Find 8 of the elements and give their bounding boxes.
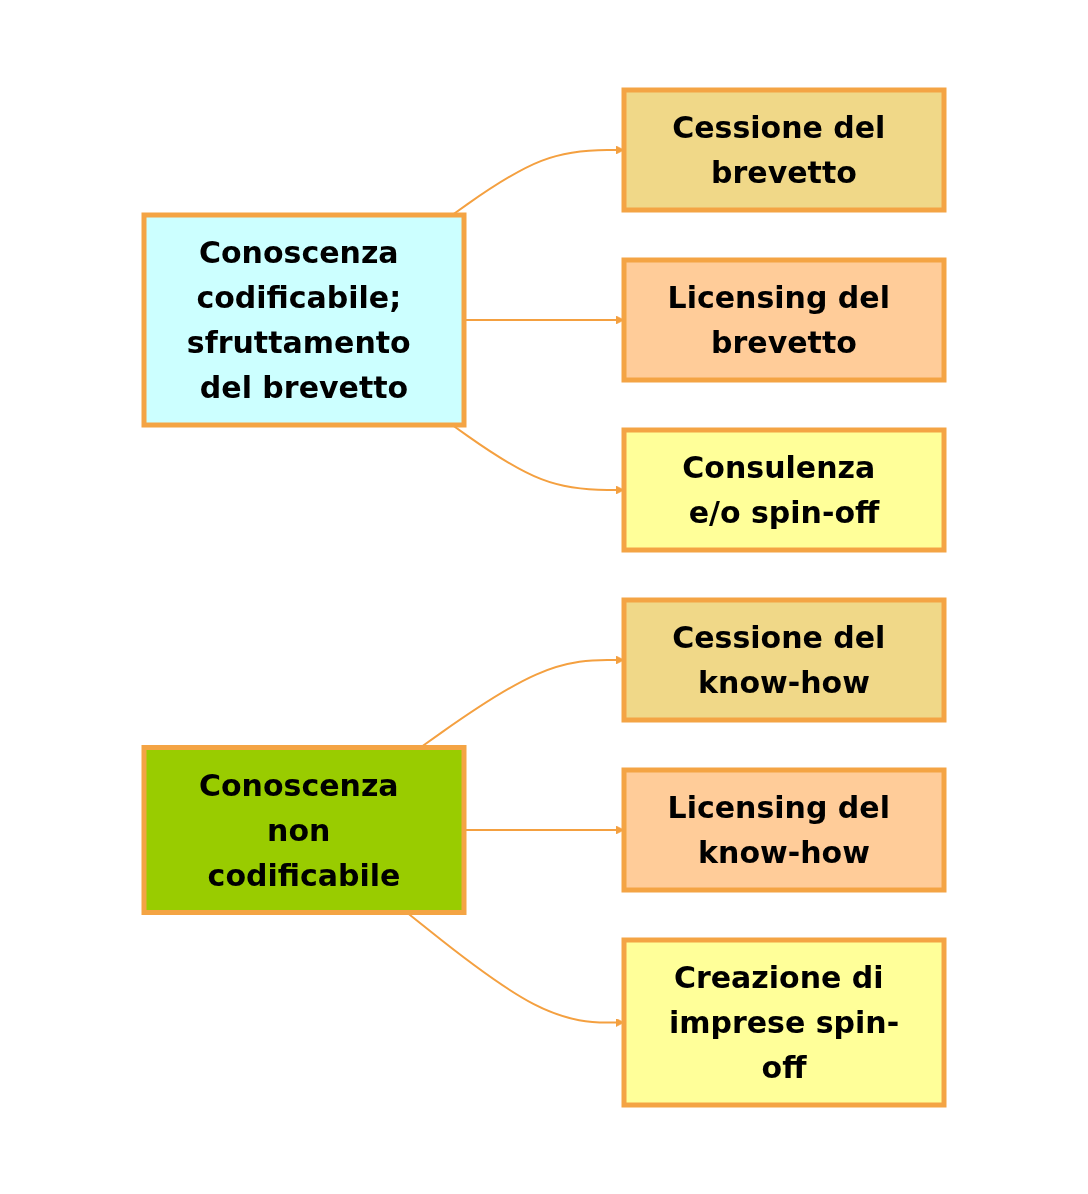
node-box: Conoscenza codificabile; sfruttamento del brevetto xyxy=(141,212,467,427)
node-box: Creazione di imprese spin-off xyxy=(621,937,947,1107)
node-box: Licensing del brevetto xyxy=(621,257,947,382)
node-box: Cessione del know-how xyxy=(621,597,947,722)
node-box: Consulenza e/o spin-off xyxy=(621,427,947,552)
node-box: Licensing del know-how xyxy=(621,767,947,892)
node-box: Conoscenza non codificabile xyxy=(141,744,467,915)
node-box: Cessione del brevetto xyxy=(621,87,947,212)
